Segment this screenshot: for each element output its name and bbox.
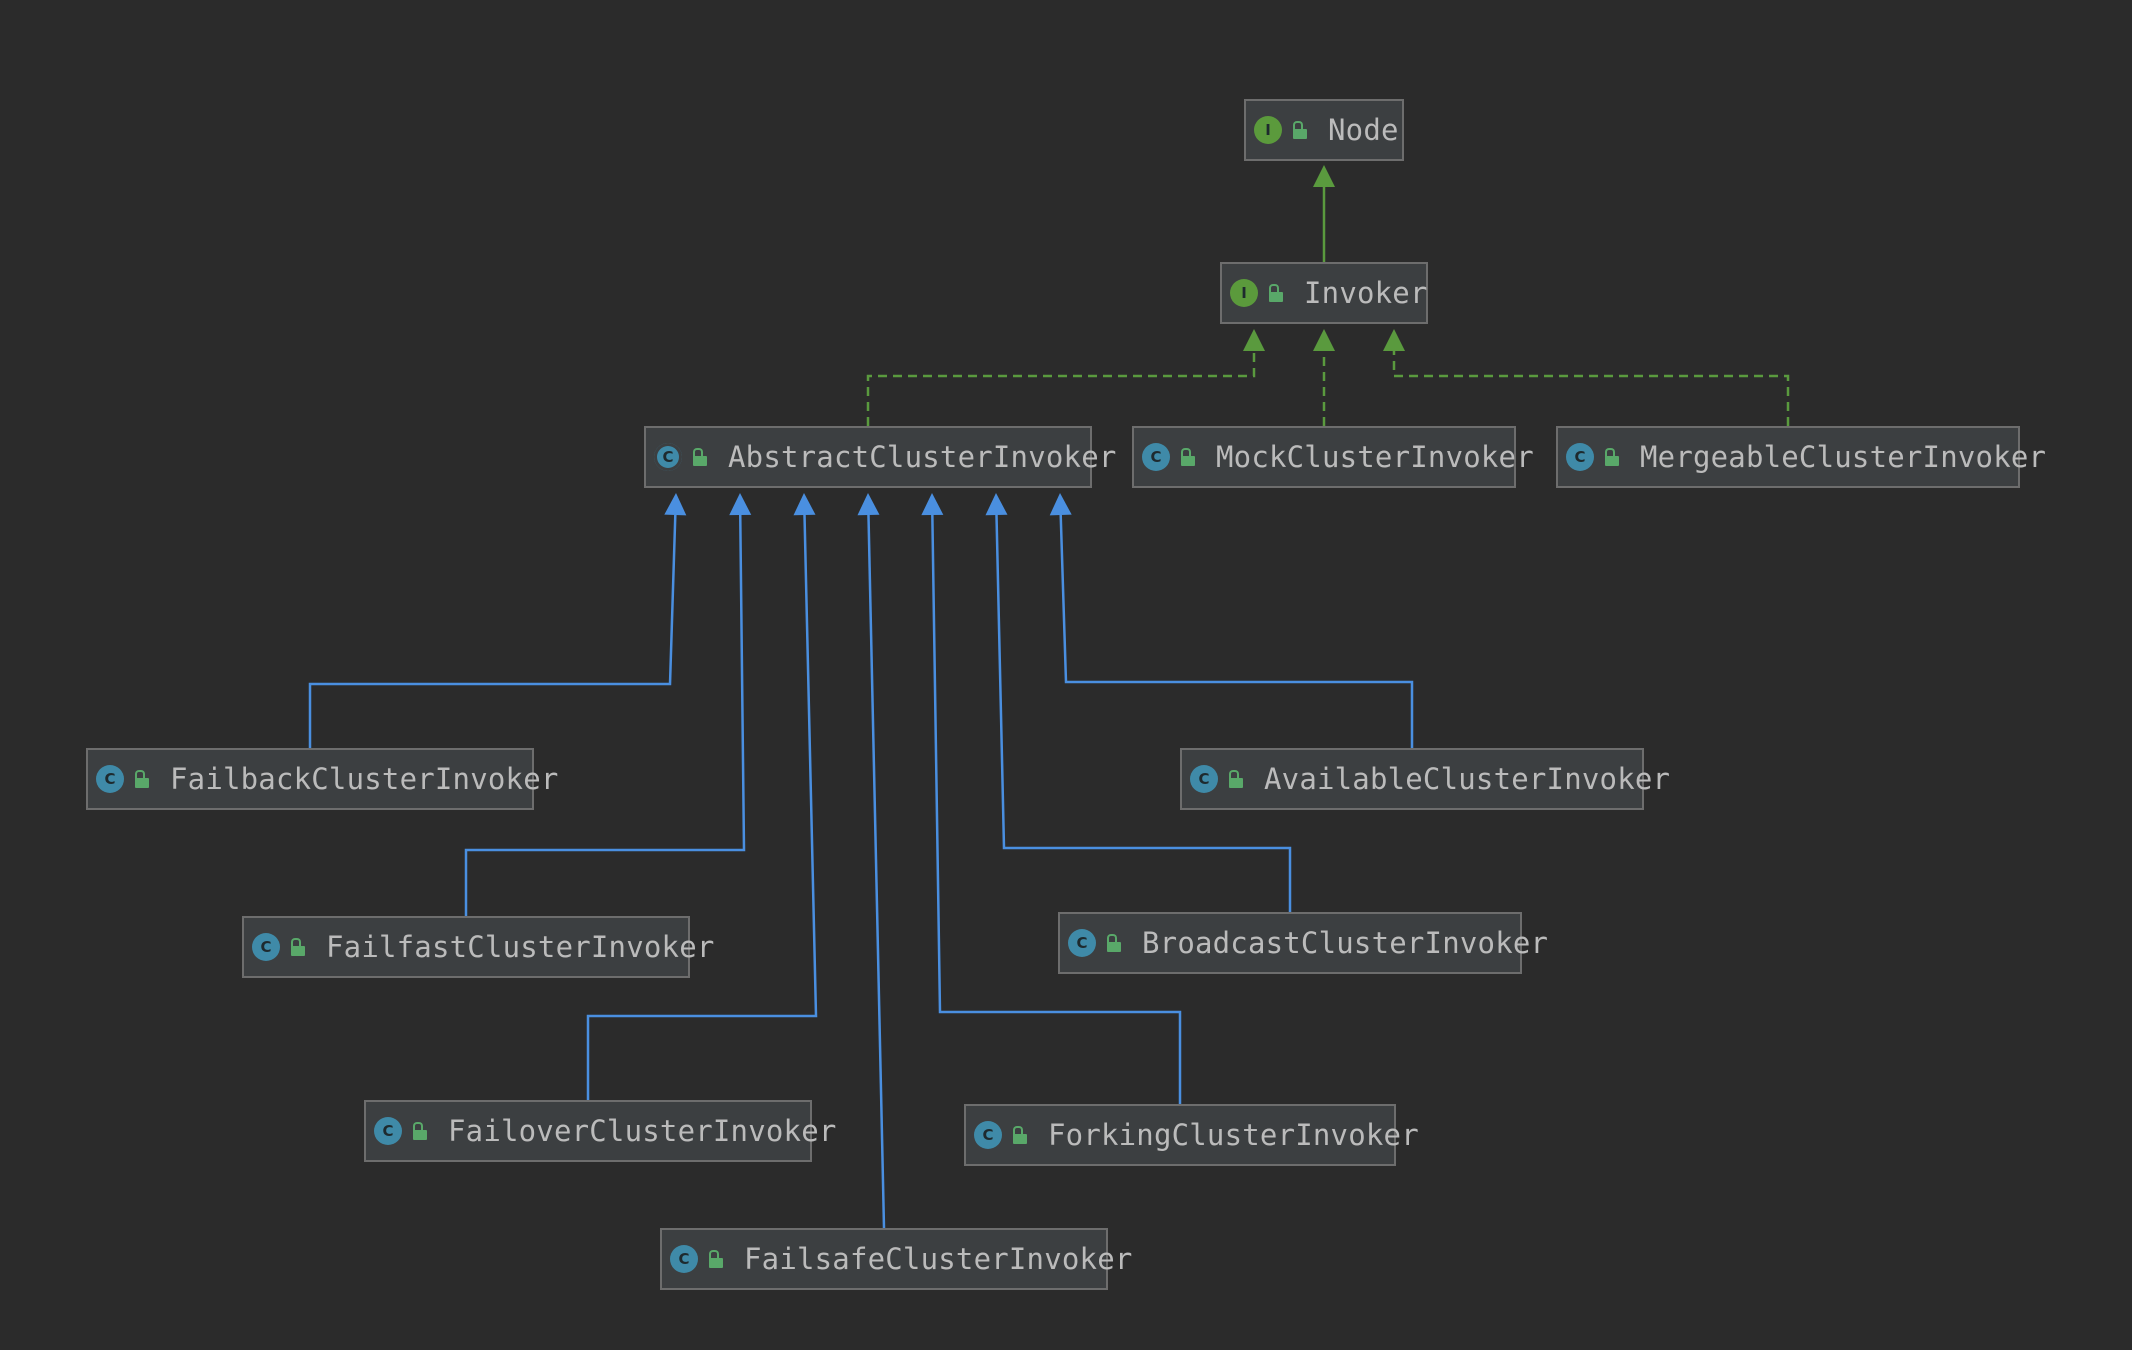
node-mergeable-cluster-invoker[interactable]: C MergeableClusterInvoker bbox=[1556, 426, 2046, 488]
node-node[interactable]: I Node bbox=[1244, 99, 1404, 161]
edge-available-to-abstract bbox=[1059, 514, 1414, 748]
node-abstract-cluster-invoker[interactable]: C AbstractClusterInvoker bbox=[644, 426, 1116, 488]
arrowhead-failsafe-to-abstract bbox=[857, 493, 880, 516]
node-label: AbstractClusterInvoker bbox=[728, 440, 1117, 474]
arrowhead-forking-to-abstract bbox=[921, 493, 944, 516]
node-label: FailbackClusterInvoker bbox=[170, 762, 559, 796]
node-label: MockClusterInvoker bbox=[1216, 440, 1534, 474]
node-failback-cluster-invoker[interactable]: C FailbackClusterInvoker bbox=[86, 748, 558, 810]
arrowhead-mergeable-to-invoker bbox=[1383, 329, 1405, 351]
arrowhead-invoker-to-node bbox=[1313, 165, 1335, 187]
node-label: FailfastClusterInvoker bbox=[326, 930, 715, 964]
arrowhead-abstract-to-invoker bbox=[1243, 329, 1265, 351]
public-lock-icon bbox=[1106, 934, 1122, 952]
class-icon: C bbox=[374, 1117, 402, 1145]
node-available-cluster-invoker[interactable]: C AvailableClusterInvoker bbox=[1180, 748, 1670, 810]
class-icon: C bbox=[1068, 929, 1096, 957]
arrowhead-available-to-abstract bbox=[1049, 493, 1072, 516]
interface-icon: I bbox=[1254, 116, 1282, 144]
node-label: BroadcastClusterInvoker bbox=[1142, 926, 1549, 960]
public-lock-icon bbox=[1180, 448, 1196, 466]
arrowhead-broadcast-to-abstract bbox=[985, 493, 1008, 516]
node-failover-cluster-invoker[interactable]: C FailoverClusterInvoker bbox=[364, 1100, 836, 1162]
class-icon: C bbox=[1190, 765, 1218, 793]
node-label: FailsafeClusterInvoker bbox=[744, 1242, 1133, 1276]
class-icon: C bbox=[1566, 443, 1594, 471]
public-lock-icon bbox=[1228, 770, 1244, 788]
public-lock-icon bbox=[134, 770, 150, 788]
edge-abstract-to-invoker bbox=[866, 351, 1256, 426]
public-lock-icon bbox=[708, 1250, 724, 1268]
class-icon: C bbox=[252, 933, 280, 961]
edge-failback-to-abstract bbox=[308, 514, 677, 748]
edge-failover-to-abstract bbox=[586, 514, 818, 1100]
edge-forking-to-abstract bbox=[931, 514, 1182, 1104]
edge-failfast-to-abstract bbox=[464, 514, 746, 916]
public-lock-icon bbox=[1012, 1126, 1028, 1144]
node-forking-cluster-invoker[interactable]: C ForkingClusterInvoker bbox=[964, 1104, 1419, 1166]
class-icon: C bbox=[1142, 443, 1170, 471]
abstract-class-icon: C bbox=[654, 443, 682, 471]
node-failsafe-cluster-invoker[interactable]: C FailsafeClusterInvoker bbox=[660, 1228, 1132, 1290]
public-lock-icon bbox=[1604, 448, 1620, 466]
public-lock-icon bbox=[1292, 121, 1308, 139]
node-label: Invoker bbox=[1304, 276, 1428, 310]
arrowhead-failback-to-abstract bbox=[664, 493, 687, 516]
class-icon: C bbox=[96, 765, 124, 793]
node-invoker[interactable]: I Invoker bbox=[1220, 262, 1428, 324]
arrowhead-failover-to-abstract bbox=[793, 493, 816, 516]
node-label: FailoverClusterInvoker bbox=[448, 1114, 837, 1148]
node-label: ForkingClusterInvoker bbox=[1048, 1118, 1419, 1152]
edge-mergeable-to-invoker bbox=[1392, 351, 1790, 426]
class-icon: C bbox=[974, 1121, 1002, 1149]
edge-failsafe-to-abstract bbox=[867, 514, 886, 1229]
class-icon: C bbox=[670, 1245, 698, 1273]
arrowhead-failfast-to-abstract bbox=[729, 493, 752, 516]
node-broadcast-cluster-invoker[interactable]: C BroadcastClusterInvoker bbox=[1058, 912, 1548, 974]
node-label: AvailableClusterInvoker bbox=[1264, 762, 1671, 796]
edge-broadcast-to-abstract bbox=[995, 514, 1292, 912]
public-lock-icon bbox=[1268, 284, 1284, 302]
node-mock-cluster-invoker[interactable]: C MockClusterInvoker bbox=[1132, 426, 1534, 488]
interface-icon: I bbox=[1230, 279, 1258, 307]
node-failfast-cluster-invoker[interactable]: C FailfastClusterInvoker bbox=[242, 916, 714, 978]
public-lock-icon bbox=[692, 448, 708, 466]
public-lock-icon bbox=[412, 1122, 428, 1140]
node-label: MergeableClusterInvoker bbox=[1640, 440, 2047, 474]
node-label: Node bbox=[1328, 113, 1399, 147]
public-lock-icon bbox=[290, 938, 306, 956]
arrowhead-mock-to-invoker bbox=[1313, 329, 1335, 351]
